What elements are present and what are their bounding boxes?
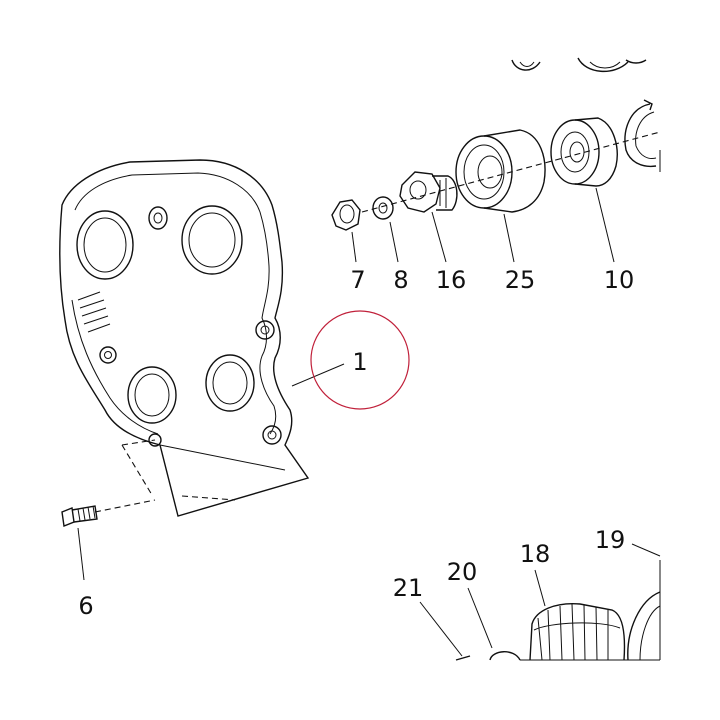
leader-1 bbox=[291, 363, 345, 387]
nut bbox=[331, 199, 361, 263]
timing-cover bbox=[59, 159, 310, 517]
crank-sprocket bbox=[529, 569, 626, 661]
tensioner-spacer bbox=[399, 171, 458, 263]
washer-lower bbox=[419, 601, 471, 661]
highlight-circle bbox=[310, 310, 410, 410]
callout-21: 21 bbox=[393, 574, 424, 602]
callout-6: 6 bbox=[78, 592, 93, 620]
callout-19: 19 bbox=[595, 526, 626, 554]
tensioner-pulley bbox=[455, 129, 546, 263]
assembly-axis bbox=[361, 131, 661, 213]
callout-20: 20 bbox=[447, 558, 478, 586]
callout-7: 7 bbox=[350, 266, 365, 294]
circlip bbox=[624, 99, 657, 168]
callout-18: 18 bbox=[520, 540, 551, 568]
bearing bbox=[550, 117, 618, 263]
callout-1: 1 bbox=[352, 348, 367, 376]
top-partial-parts bbox=[511, 57, 647, 73]
bolt bbox=[61, 505, 98, 581]
callout-16: 16 bbox=[436, 266, 467, 294]
callout-10: 10 bbox=[604, 266, 635, 294]
pulley-partial bbox=[627, 543, 661, 661]
washer bbox=[372, 196, 399, 263]
callout-8: 8 bbox=[393, 266, 408, 294]
key bbox=[467, 587, 521, 661]
callout-25: 25 bbox=[505, 266, 536, 294]
